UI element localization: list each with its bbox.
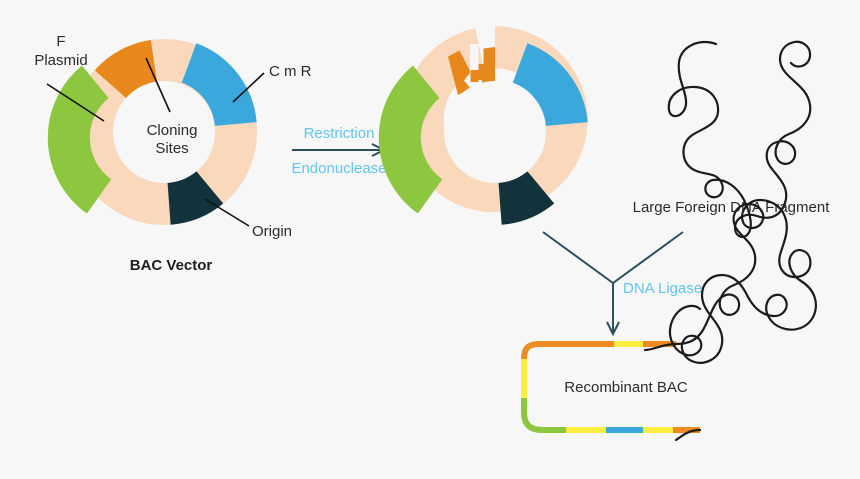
label-f-plasmid-line1: F (56, 33, 65, 50)
label-endonuclease: Endonuclease (291, 160, 386, 177)
segment-cmr-blue (180, 43, 257, 127)
cut-vector-ring (378, 26, 588, 225)
ligase-arrow-branch-left (542, 231, 614, 284)
label-origin: Origin (252, 223, 292, 240)
segment-origin-darkteal (166, 170, 224, 225)
recomb-corner-topleft-orange (521, 341, 541, 360)
leader-f-plasmid (46, 83, 105, 122)
label-dna-ligase: DNA Ligase (623, 280, 702, 297)
ligase-arrow-head (606, 321, 620, 337)
label-cloning-sites-line2: Sites (155, 140, 188, 157)
label-foreign-dna: Large Foreign DNA Fragment (633, 199, 831, 216)
recomb-linker-bottom (674, 428, 702, 442)
cut-ring-inner-hole (444, 81, 546, 183)
cut-segment-f-plasmid-green (378, 65, 443, 214)
recomb-corner-bottomleft-green (521, 411, 544, 433)
segment-f-plasmid-green (47, 65, 112, 214)
cut-sticky-end-left-orange (448, 50, 471, 95)
leader-cloning-sites (145, 57, 171, 113)
leader-origin (204, 198, 250, 227)
foreign-dna-strand (667, 40, 812, 238)
ring-inner-hole (113, 81, 215, 183)
label-restriction: Restriction (304, 125, 375, 142)
recomb-linker-top (643, 342, 678, 352)
ligase-arrow-branch-right (612, 231, 684, 284)
label-cloning-sites-line1: Cloning (147, 122, 198, 139)
cut-sticky-end-right-orange (475, 47, 495, 91)
cut-segment-cmr-blue (511, 43, 588, 127)
recombinant-foreign-dna-insert (668, 198, 818, 364)
label-f-plasmid-line2: Plasmid (34, 52, 87, 69)
segment-cloning-sites-orange (94, 40, 158, 99)
cut-segment-origin-darkteal (497, 170, 555, 225)
label-recombinant-bac: Recombinant BAC (564, 379, 688, 396)
ring-backbone-peach (71, 39, 257, 225)
label-cmr: C m R (269, 63, 312, 80)
cut-overhang-bridge (470, 70, 479, 82)
bac-vector-ring (47, 39, 257, 225)
label-bac-vector-title: BAC Vector (130, 257, 213, 274)
leader-cmr (232, 72, 265, 103)
